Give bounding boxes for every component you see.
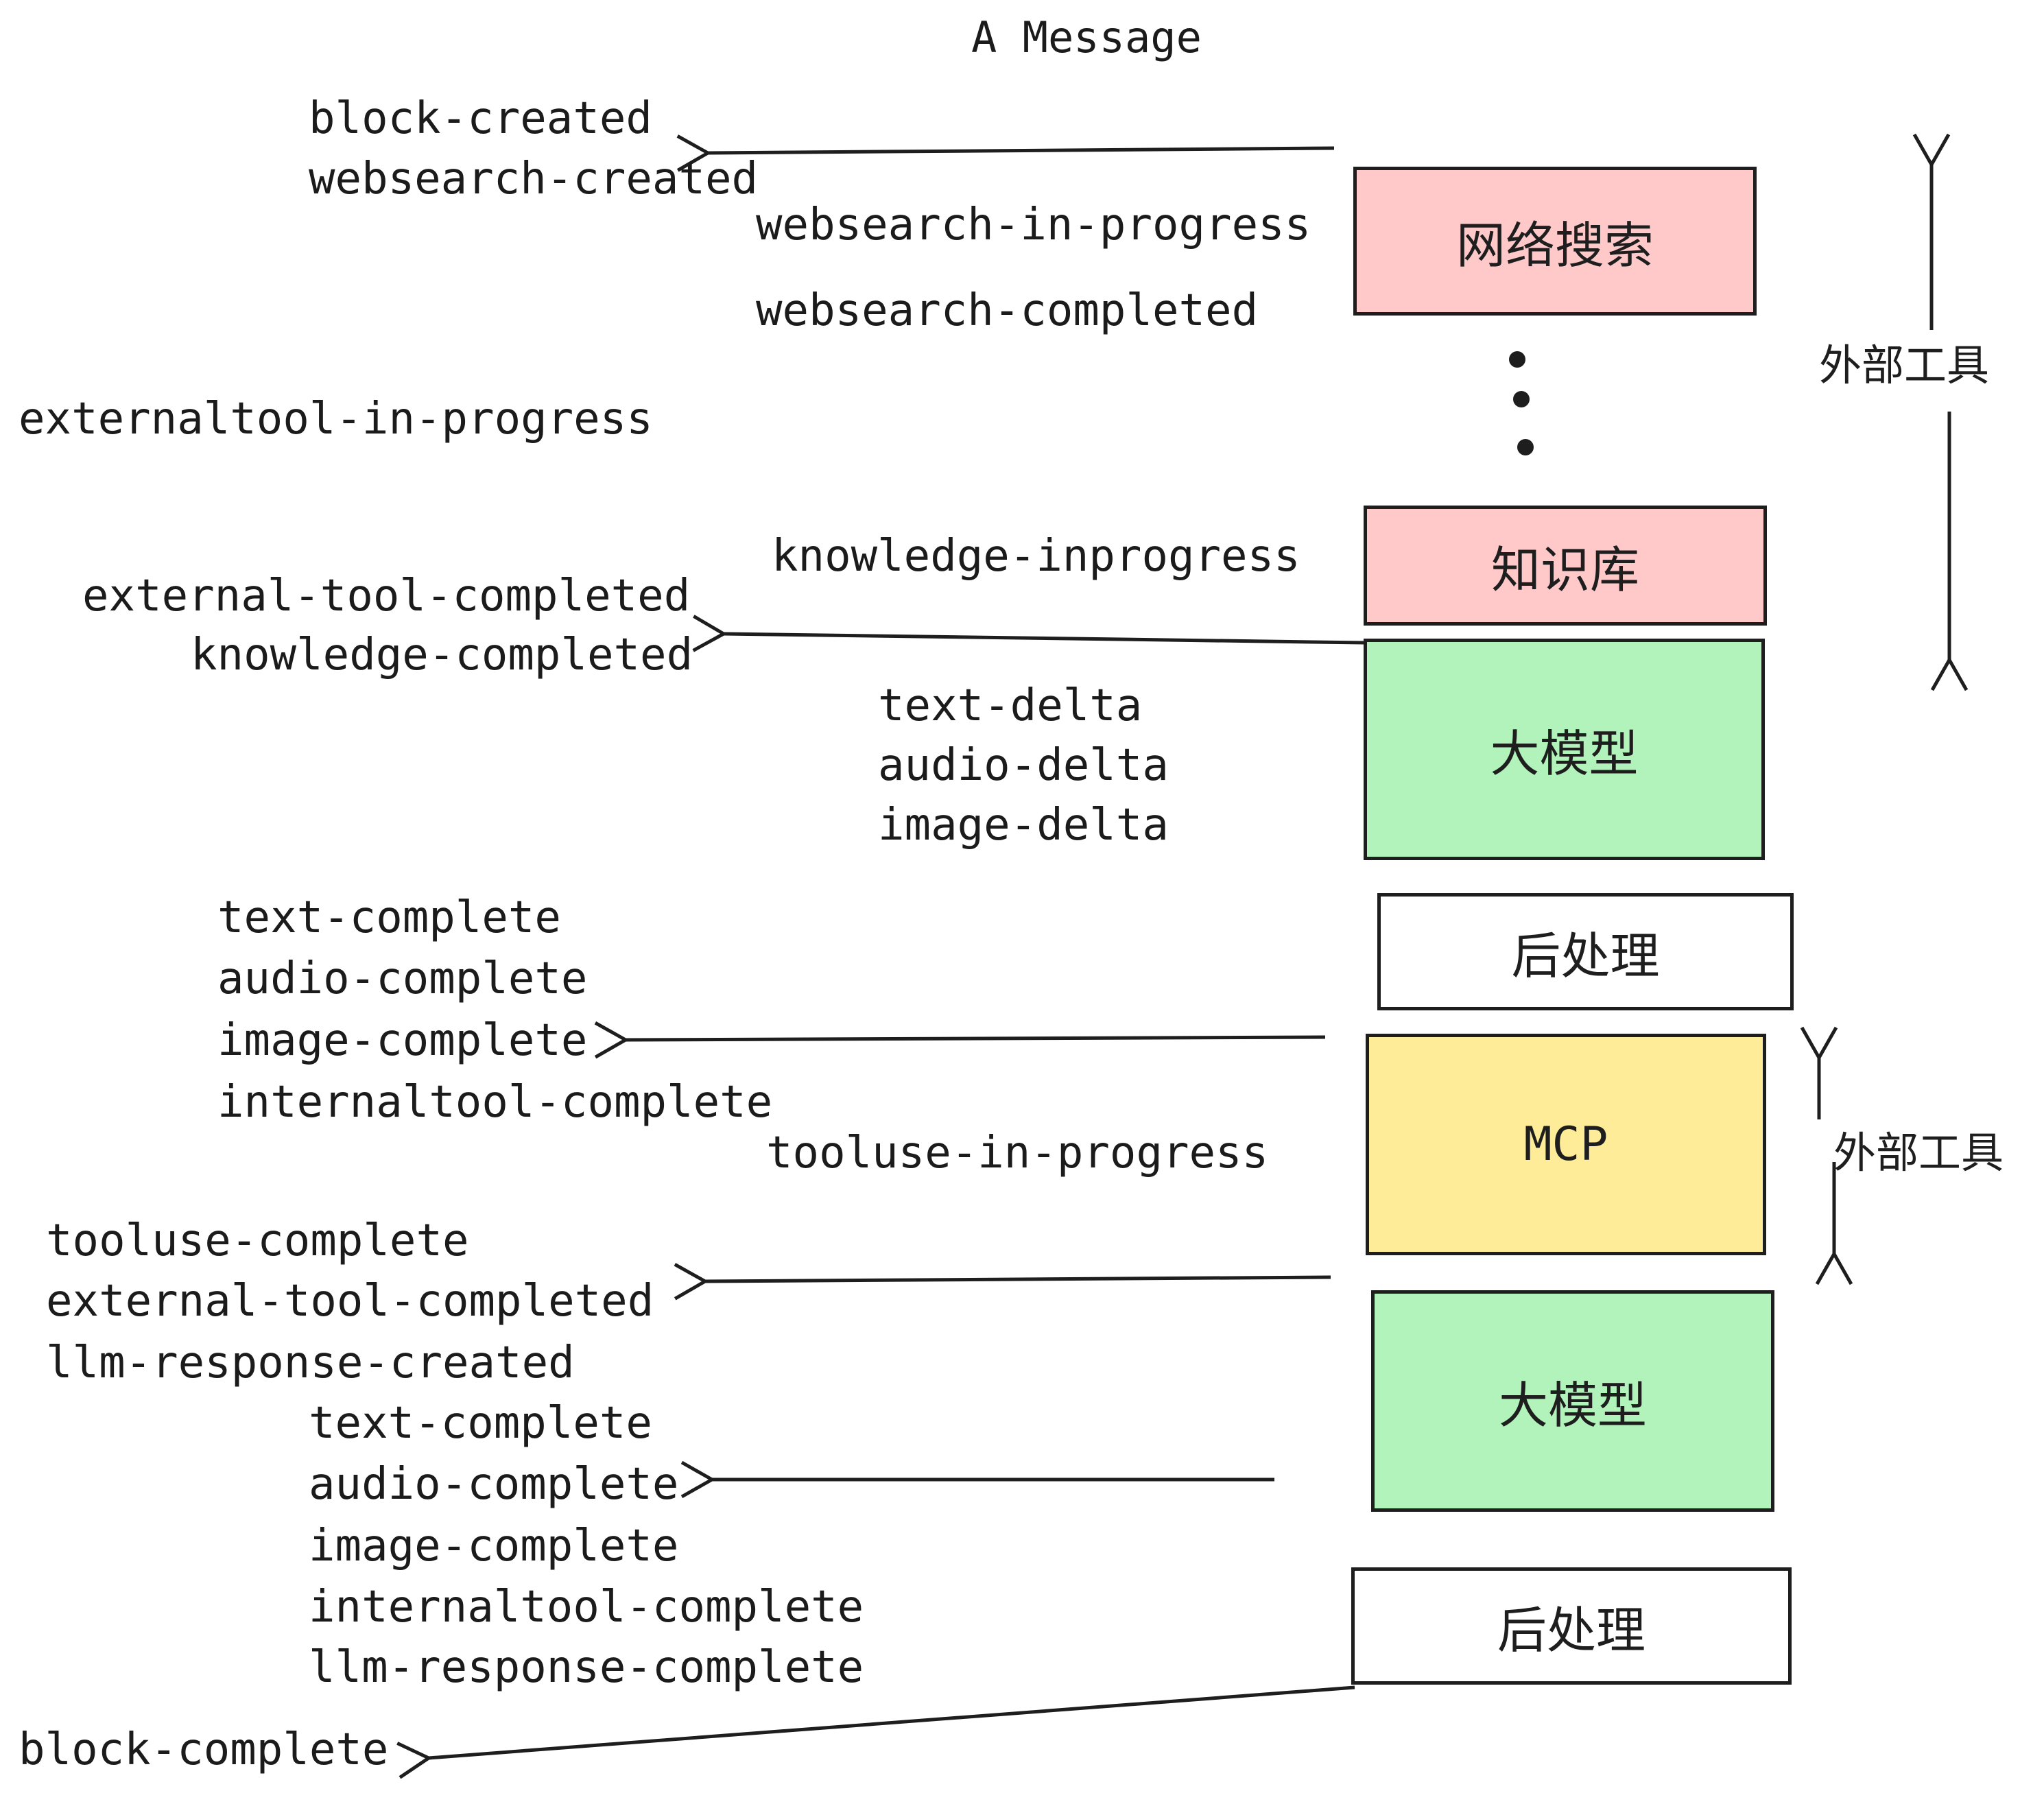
box-llm-2: 大模型 [1371, 1290, 1774, 1512]
box-knowledge: 知识库 [1364, 506, 1767, 626]
event-audio-complete-1: audio-complete [217, 953, 588, 1004]
event-text-delta-1: text-delta [878, 680, 1143, 731]
event-external-tool-completed-2: external-tool-completed [46, 1276, 654, 1327]
box-postprocess-1: 后处理 [1377, 893, 1794, 1010]
event-llm-response-created: llm-response-created [46, 1338, 575, 1388]
event-knowledge-completed: knowledge-completed [191, 630, 693, 680]
event-websearch-created: websearch-created [309, 154, 759, 204]
ellipsis-dot [1517, 439, 1534, 455]
box-websearch: 网络搜索 [1353, 167, 1757, 316]
event-block-created: block-created [309, 93, 652, 144]
event-internaltool-complete-1: internaltool-complete [217, 1077, 773, 1128]
arrow-postprocess2-to-block-complete [396, 1685, 1355, 1779]
event-websearch-completed: websearch-completed [756, 285, 1259, 336]
box-postprocess-2: 后处理 [1351, 1567, 1792, 1685]
event-internaltool-complete-2: internaltool-complete [309, 1582, 864, 1633]
event-externaltool-in-progress: externaltool-in-progress [19, 394, 653, 444]
event-audio-delta-1: audio-delta [878, 740, 1169, 791]
ellipsis-dot [1509, 351, 1525, 368]
event-text-complete-2: text-complete [309, 1398, 652, 1449]
event-image-complete-1: image-complete [217, 1015, 588, 1066]
box-llm-1-label: 大模型 [1490, 727, 1639, 782]
box-mcp: MCP [1366, 1034, 1766, 1255]
arrow-mcp-to-tooluse-complete [674, 1263, 1331, 1301]
diagram-title: A Message [971, 12, 1202, 62]
box-postprocess-2-label: 后处理 [1497, 1604, 1645, 1659]
box-knowledge-label: 知识库 [1490, 543, 1639, 598]
arrow-postprocess1-to-complete-events [594, 1021, 1326, 1059]
box-llm-1: 大模型 [1364, 639, 1765, 860]
event-external-tool-completed-1: external-tool-completed [82, 571, 691, 621]
box-mcp-label: MCP [1523, 1117, 1608, 1172]
event-text-complete-1: text-complete [217, 892, 561, 943]
arrow-knowledge-to-knowledge-completed [692, 615, 1366, 652]
ellipsis-dot [1513, 391, 1530, 407]
event-tooluse-complete: tooluse-complete [46, 1215, 469, 1266]
external-tools-label-2: 外部工具 [1833, 1130, 2004, 1177]
arrow-websearch-to-block-created [676, 134, 1335, 172]
box-postprocess-1-label: 后处理 [1511, 929, 1660, 984]
event-image-delta-1: image-delta [878, 800, 1169, 851]
external-tools-label-1: 外部工具 [1819, 342, 1990, 390]
event-websearch-in-progress: websearch-in-progress [756, 200, 1311, 250]
event-audio-complete-2: audio-complete [309, 1459, 679, 1510]
event-tooluse-in-progress: tooluse-in-progress [766, 1128, 1269, 1178]
box-llm-2-label: 大模型 [1498, 1379, 1647, 1434]
box-websearch-label: 网络搜索 [1455, 219, 1654, 274]
event-image-complete-2: image-complete [309, 1521, 679, 1571]
event-llm-response-complete: llm-response-complete [309, 1642, 864, 1693]
event-block-complete: block-complete [19, 1724, 389, 1775]
event-knowledge-inprogress: knowledge-inprogress [772, 531, 1300, 582]
